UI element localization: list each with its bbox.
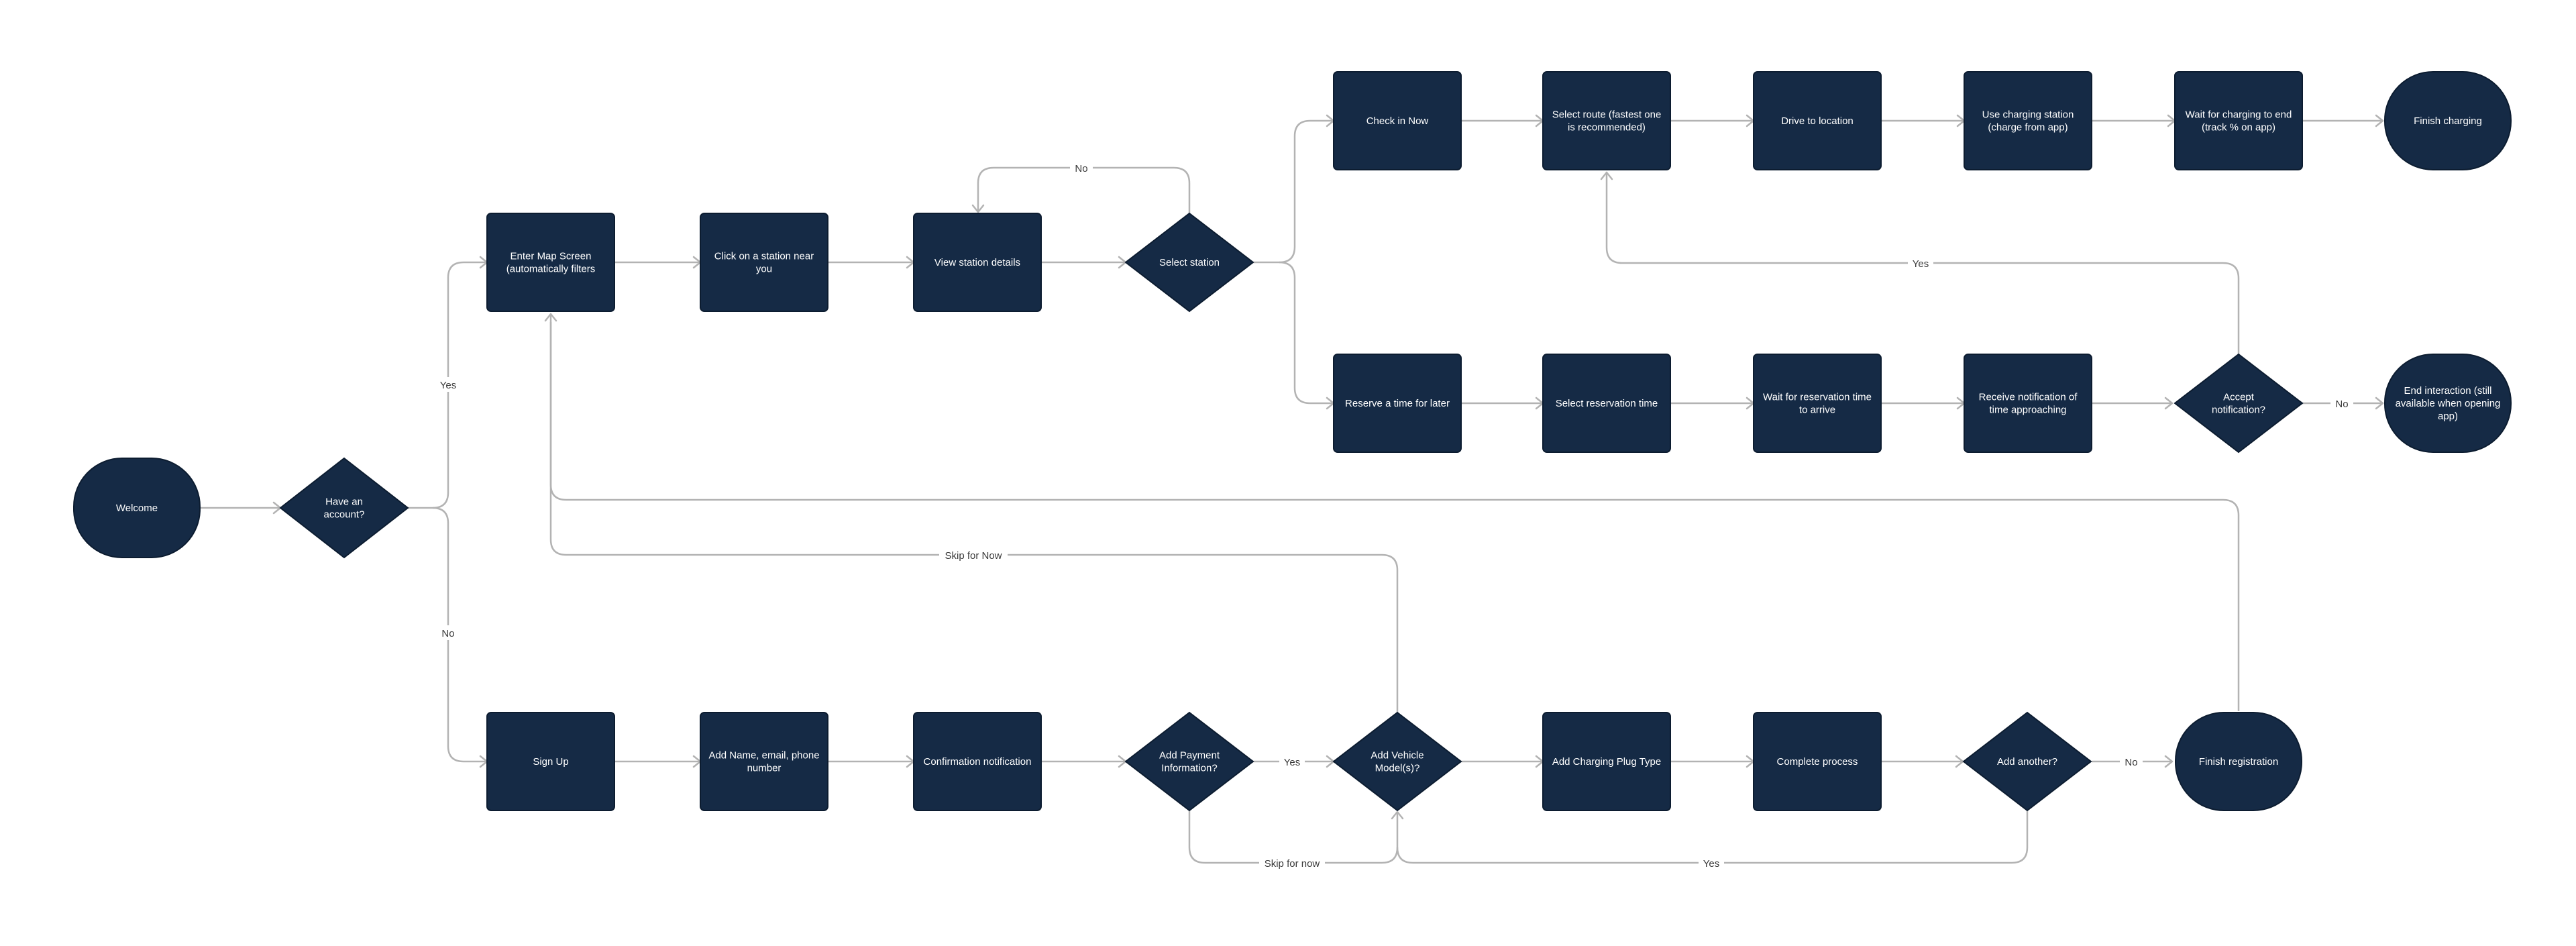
edge-have-account-sign-up — [432, 507, 487, 763]
node-label-check-in-now: Check in Now — [1366, 115, 1429, 127]
edge-label-yes-accept: Yes — [1913, 258, 1929, 270]
node-wait-reservation-time — [1753, 354, 1882, 453]
arrow-head — [2164, 755, 2174, 768]
edge-label-no-select: No — [1075, 163, 1087, 174]
edge-finish-registration-enter-map — [549, 322, 2240, 711]
node-end-interaction — [2384, 354, 2512, 453]
node-label-wait-charge-end: Wait for charging to end(track % on app) — [2186, 109, 2292, 134]
edge-label-no-another: No — [2125, 757, 2137, 768]
node-use-station — [1964, 71, 2092, 170]
node-label-welcome: Welcome — [116, 503, 158, 514]
node-add-another — [1962, 711, 2092, 812]
node-label-finish-registration: Finish registration — [2199, 756, 2278, 768]
node-label-enter-map: Enter Map Screen(automatically filters — [506, 251, 596, 275]
nodes: Welcome Finish charging End interaction … — [73, 71, 2512, 812]
node-accept-notification — [2174, 353, 2304, 454]
arrow-head — [544, 313, 557, 322]
node-reserve-later — [1333, 354, 1462, 453]
node-add-plug-type — [1542, 712, 1671, 811]
node-add-name — [700, 712, 828, 811]
node-add-vehicle — [1332, 711, 1462, 812]
node-welcome — [73, 458, 201, 558]
node-select-reservation-time — [1542, 354, 1671, 453]
edge-add-another-yes — [1396, 810, 2029, 864]
node-label-use-station: Use charging station(charge from app) — [1982, 109, 2074, 134]
edge-vehicle-skip — [549, 314, 1399, 713]
arrow-head — [2375, 397, 2384, 410]
edge-select-station-reserve — [1279, 261, 1334, 405]
node-select-route — [1542, 71, 1671, 170]
edge-label-no-accept: No — [2335, 399, 2348, 410]
node-wait-charge-end — [2174, 71, 2303, 170]
arrow-head — [1600, 171, 1613, 180]
edge-label-skip-lower: Skip for now — [1265, 858, 1320, 870]
node-view-details — [913, 213, 1042, 312]
arrow-head — [2164, 397, 2174, 410]
arrow-head — [971, 204, 985, 213]
arrow-head — [1391, 810, 1404, 820]
node-receive-notification — [1964, 354, 2092, 453]
node-check-in-now — [1333, 71, 1462, 170]
edge-payment-skip — [1188, 810, 1399, 864]
node-label-drive-location: Drive to location — [1781, 115, 1854, 127]
node-sign-up — [486, 712, 615, 811]
edge-label-yes-account: Yes — [440, 380, 456, 391]
node-label-add-another: Add another? — [1997, 756, 2057, 768]
node-add-payment — [1124, 711, 1254, 812]
node-select-station — [1124, 212, 1254, 313]
edge-select-station-check-in — [1253, 119, 1334, 264]
edge-label-yes-payment: Yes — [1284, 757, 1300, 768]
node-label-reserve-later: Reserve a time for later — [1345, 398, 1450, 409]
node-enter-map — [486, 213, 615, 312]
arrow-head — [2375, 114, 2384, 127]
edge-label-no-account: No — [441, 628, 454, 639]
node-label-select-reservation-time: Select reservation time — [1556, 398, 1658, 409]
edge-labels: Yes No No Yes No Skip for Now Yes Skip f… — [436, 160, 2353, 870]
node-label-finish-charging: Finish charging — [2414, 115, 2482, 127]
node-label-select-station: Select station — [1159, 257, 1220, 268]
node-finish-charging — [2384, 71, 2512, 170]
node-confirmation-notification — [913, 712, 1042, 811]
node-label-add-plug-type: Add Charging Plug Type — [1552, 756, 1661, 768]
node-have-account — [279, 457, 409, 559]
node-label-view-details: View station details — [934, 257, 1020, 268]
node-label-sign-up: Sign Up — [533, 756, 568, 768]
node-finish-registration — [2175, 712, 2302, 811]
node-click-station — [700, 213, 828, 312]
node-label-complete-process: Complete process — [1777, 756, 1858, 768]
edge-label-skip-upper: Skip for Now — [945, 550, 1002, 562]
edge-label-yes-another: Yes — [1703, 858, 1719, 870]
node-complete-process — [1753, 712, 1882, 811]
node-label-confirmation-notification: Confirmation notification — [924, 756, 1032, 768]
node-drive-location — [1753, 71, 1882, 170]
